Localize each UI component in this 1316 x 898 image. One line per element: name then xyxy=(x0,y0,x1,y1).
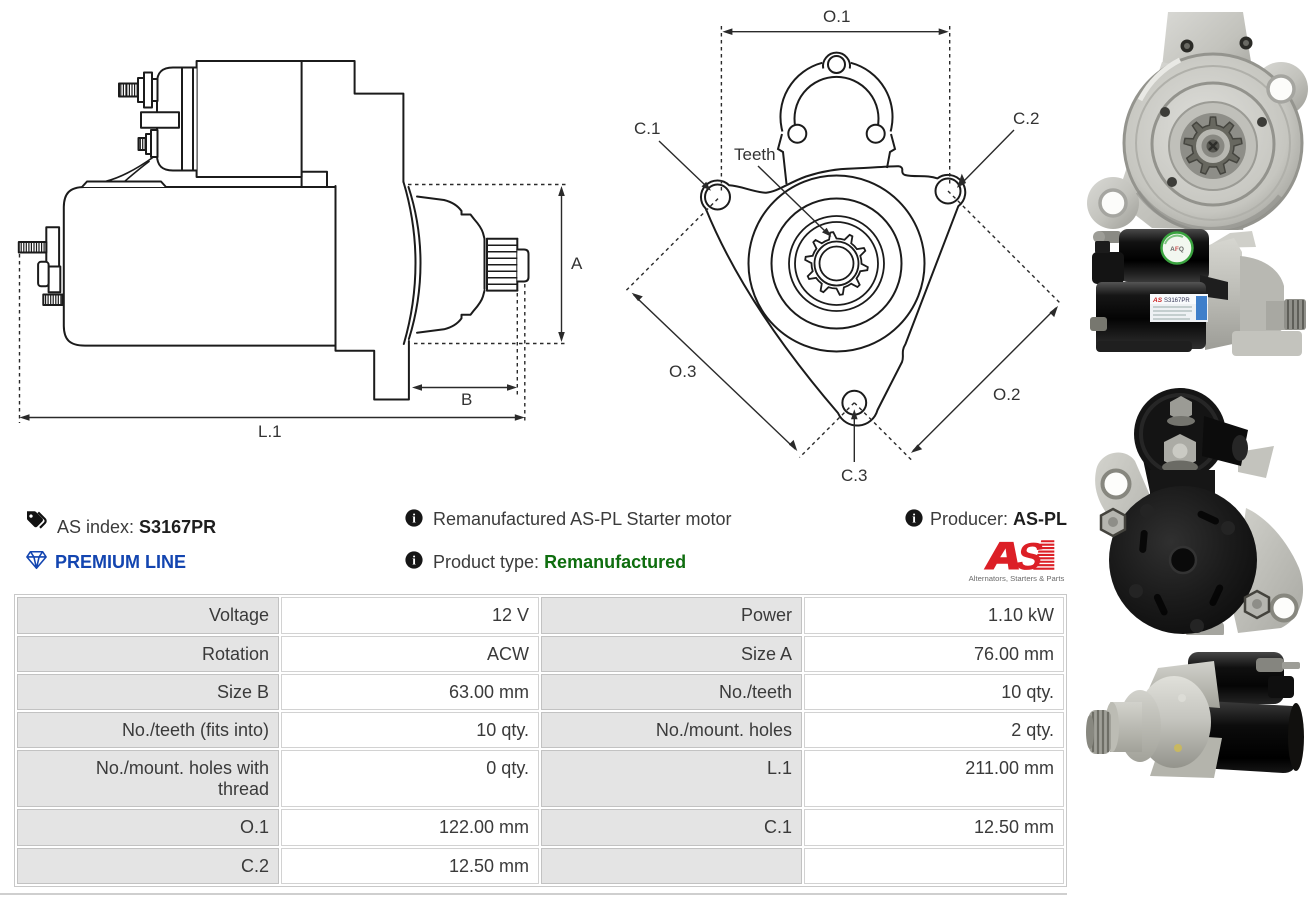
svg-text:Alternators, Starters & Parts: Alternators, Starters & Parts xyxy=(969,574,1065,583)
svg-text:A: A xyxy=(571,254,583,273)
svg-text:S: S xyxy=(1012,536,1048,578)
svg-text:AFQ: AFQ xyxy=(1170,246,1184,253)
svg-text:O.2: O.2 xyxy=(993,385,1020,404)
svg-text:Teeth: Teeth xyxy=(734,145,776,164)
svg-text:S3167PR: S3167PR xyxy=(1164,298,1190,304)
svg-text:i: i xyxy=(912,511,916,526)
svg-text:i: i xyxy=(412,511,416,526)
svg-text:O.3: O.3 xyxy=(669,362,696,381)
svg-text:B: B xyxy=(461,390,472,409)
svg-text:AS: AS xyxy=(1152,297,1163,304)
svg-text:C.2: C.2 xyxy=(1013,109,1039,128)
svg-text:O.1: O.1 xyxy=(823,7,850,26)
svg-text:C.3: C.3 xyxy=(841,466,867,485)
svg-text:L.1: L.1 xyxy=(258,422,282,441)
svg-text:C.1: C.1 xyxy=(634,119,660,138)
svg-text:i: i xyxy=(412,553,416,568)
